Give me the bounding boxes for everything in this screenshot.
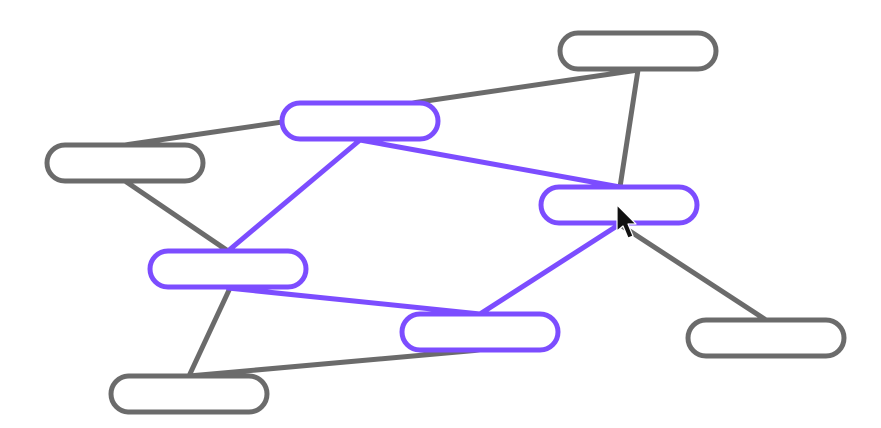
- node-box[interactable]: [108, 373, 270, 415]
- edge-n3-n5: [122, 178, 231, 254]
- nodes-layer: [44, 30, 847, 415]
- node-box[interactable]: [147, 248, 309, 290]
- node-n5[interactable]: [147, 248, 309, 290]
- edge-n7-n4: [619, 223, 769, 323]
- node-box[interactable]: [685, 317, 847, 359]
- node-n2[interactable]: [279, 100, 441, 142]
- edge-n6-n4: [477, 221, 623, 317]
- mouse-cursor-icon: [616, 204, 637, 239]
- node-n3[interactable]: [44, 142, 206, 184]
- node-box[interactable]: [557, 30, 719, 72]
- edge-n2-n4: [357, 137, 623, 190]
- edges-layer: [122, 67, 769, 379]
- node-n1[interactable]: [557, 30, 719, 72]
- edge-n8-n6: [186, 347, 483, 379]
- edge-n5-n6: [225, 285, 483, 317]
- node-box[interactable]: [279, 100, 441, 142]
- node-box[interactable]: [44, 142, 206, 184]
- edge-n5-n8: [186, 285, 233, 379]
- node-box[interactable]: [399, 311, 561, 353]
- node-n8[interactable]: [108, 373, 270, 415]
- edge-n2-n5: [225, 137, 363, 254]
- edge-n1-n4: [617, 67, 641, 190]
- node-n7[interactable]: [685, 317, 847, 359]
- node-n6[interactable]: [399, 311, 561, 353]
